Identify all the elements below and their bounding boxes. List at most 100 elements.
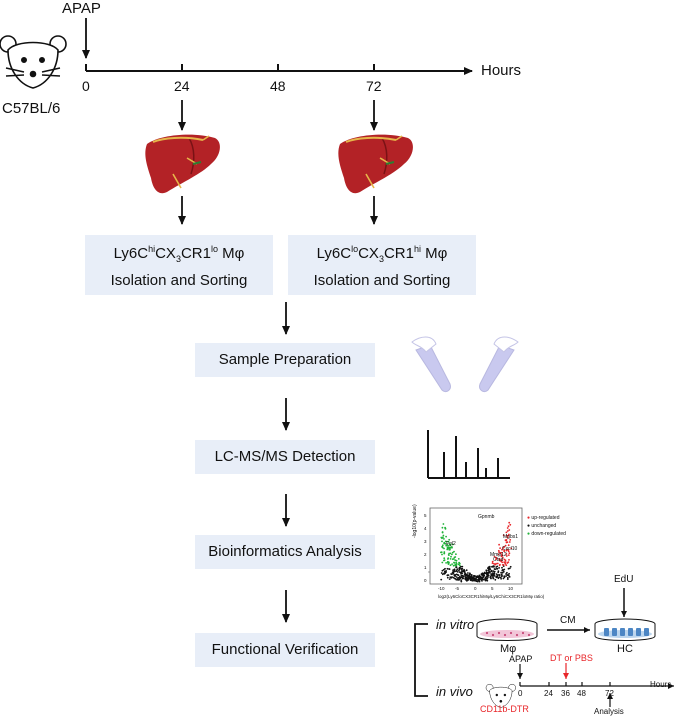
volcano-point bbox=[507, 525, 510, 528]
volcano-point bbox=[498, 574, 501, 577]
volcano-point bbox=[441, 546, 443, 548]
volcano-point bbox=[462, 575, 465, 577]
volcano-point bbox=[505, 531, 508, 534]
volcano-point bbox=[506, 562, 509, 564]
volcano-point bbox=[447, 574, 450, 576]
tick-label-48: 48 bbox=[270, 78, 286, 94]
volcano-point bbox=[495, 567, 498, 570]
volcano-point bbox=[493, 562, 495, 565]
volcano-point bbox=[503, 549, 506, 552]
volcano-point bbox=[448, 578, 451, 580]
volcano-point bbox=[497, 553, 500, 556]
volcano-point bbox=[494, 568, 497, 571]
volcano-point bbox=[506, 576, 509, 579]
volcano-ylabel: -log10(p-value) bbox=[412, 504, 418, 538]
volcano-point bbox=[444, 540, 447, 543]
volcano-point bbox=[501, 569, 504, 572]
volcano-point bbox=[472, 579, 475, 582]
volcano-point bbox=[506, 527, 509, 529]
volcano-point bbox=[495, 558, 497, 561]
invivo-ticks bbox=[519, 682, 611, 686]
tube-icon bbox=[411, 336, 519, 393]
volcano-point bbox=[451, 551, 454, 554]
ms-spectrum-icon bbox=[427, 430, 510, 479]
volcano-point bbox=[454, 563, 457, 566]
liver-icon bbox=[338, 134, 413, 194]
volcano-point bbox=[449, 576, 452, 578]
volcano-point bbox=[503, 568, 506, 571]
volcano-point bbox=[442, 523, 445, 525]
volcano-point bbox=[468, 574, 470, 577]
volcano-point bbox=[478, 575, 481, 578]
volcano-point bbox=[443, 547, 445, 550]
volcano-point bbox=[458, 561, 460, 564]
volcano-point bbox=[496, 574, 499, 577]
volcano-point bbox=[457, 579, 459, 581]
volcano-point bbox=[445, 571, 447, 574]
volcano-point bbox=[482, 575, 485, 577]
gene-label: Cxcl10 bbox=[502, 546, 518, 552]
invivo-analysis-label: Analysis bbox=[594, 707, 624, 716]
volcano-point bbox=[448, 568, 451, 570]
volcano-ytick: 1 bbox=[424, 565, 427, 570]
volcano-point bbox=[449, 558, 452, 560]
volcano-point bbox=[464, 578, 466, 580]
volcano-point bbox=[449, 543, 451, 545]
volcano-point bbox=[507, 550, 510, 553]
volcano-point bbox=[502, 557, 504, 559]
volcano-point bbox=[492, 570, 495, 572]
volcano-point bbox=[442, 536, 444, 539]
volcano-point bbox=[476, 575, 479, 578]
volcano-point bbox=[448, 538, 451, 541]
volcano-point bbox=[450, 555, 452, 558]
volcano-point bbox=[457, 574, 460, 577]
volcano-point bbox=[498, 543, 500, 546]
volcano-point bbox=[485, 572, 488, 575]
invivo-tick-label: 0 bbox=[518, 689, 523, 698]
volcano-point bbox=[451, 563, 453, 565]
volcano-point bbox=[448, 548, 451, 550]
volcano-point bbox=[493, 566, 495, 568]
volcano-point bbox=[455, 570, 458, 572]
volcano-point bbox=[464, 572, 467, 575]
volcano-point bbox=[503, 546, 505, 549]
volcano-point bbox=[456, 571, 459, 573]
volcano-point bbox=[495, 556, 498, 559]
apap-label: APAP bbox=[62, 0, 101, 17]
volcano-point bbox=[451, 553, 453, 556]
volcano-point bbox=[467, 572, 469, 574]
volcano-point bbox=[453, 568, 456, 571]
volcano-point bbox=[484, 579, 487, 582]
volcano-point bbox=[505, 555, 508, 557]
volcano-point bbox=[450, 546, 453, 548]
volcano-point bbox=[445, 535, 447, 538]
volcano-point bbox=[502, 577, 505, 580]
volcano-point bbox=[509, 523, 512, 526]
volcano-point bbox=[441, 569, 444, 572]
volcano-point bbox=[461, 570, 464, 573]
volcano-ytick: 2 bbox=[424, 552, 427, 557]
volcano-point bbox=[505, 539, 508, 541]
volcano-point bbox=[454, 574, 457, 576]
volcano-point bbox=[504, 562, 507, 565]
volcano-point bbox=[482, 578, 485, 581]
volcano-point bbox=[474, 575, 476, 577]
volcano-point bbox=[463, 568, 465, 571]
step-sample-preparation: Sample Preparation bbox=[195, 343, 375, 377]
volcano-point bbox=[464, 576, 467, 578]
volcano-point bbox=[488, 571, 491, 574]
volcano-point bbox=[503, 558, 506, 561]
volcano-point bbox=[493, 575, 496, 577]
volcano-point bbox=[492, 573, 495, 576]
invivo-label: in vivo bbox=[436, 684, 473, 699]
gene-label: Mgbs1 bbox=[503, 534, 519, 540]
tick-label-72: 72 bbox=[366, 78, 382, 94]
volcano-point bbox=[455, 566, 458, 569]
volcano-xtick: 0 bbox=[474, 586, 477, 591]
volcano-point bbox=[476, 580, 479, 583]
volcano-point bbox=[466, 577, 468, 579]
volcano-point bbox=[502, 570, 505, 573]
volcano-point bbox=[487, 569, 490, 572]
volcano-point bbox=[500, 571, 502, 574]
hours-label: Hours bbox=[481, 62, 522, 79]
